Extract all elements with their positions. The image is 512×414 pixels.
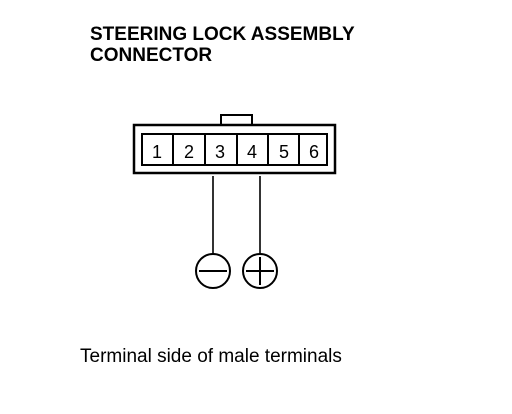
terminal-6: 6 bbox=[309, 142, 319, 162]
terminal-label-2: 2 bbox=[184, 142, 194, 162]
terminal-label-4: 4 bbox=[247, 142, 257, 162]
terminal-2: 2 bbox=[184, 134, 206, 165]
terminal-label-3: 3 bbox=[215, 142, 225, 162]
terminal-4: 4 bbox=[247, 134, 269, 165]
terminal-3: 3 bbox=[215, 134, 238, 165]
terminal-label-5: 5 bbox=[279, 142, 289, 162]
title-line-1: STEERING LOCK ASSEMBLY bbox=[90, 24, 355, 45]
title-line-2: CONNECTOR bbox=[90, 45, 213, 66]
diagram-caption: Terminal side of male terminals bbox=[80, 346, 342, 367]
minus-icon bbox=[195, 253, 231, 289]
terminal-1: 1 bbox=[152, 134, 174, 165]
terminal-label-1: 1 bbox=[152, 142, 162, 162]
diagram-title: STEERING LOCK ASSEMBLY CONNECTOR bbox=[90, 24, 355, 66]
terminal-label-6: 6 bbox=[309, 142, 319, 162]
plus-icon bbox=[242, 253, 278, 289]
terminal-5: 5 bbox=[279, 134, 300, 165]
